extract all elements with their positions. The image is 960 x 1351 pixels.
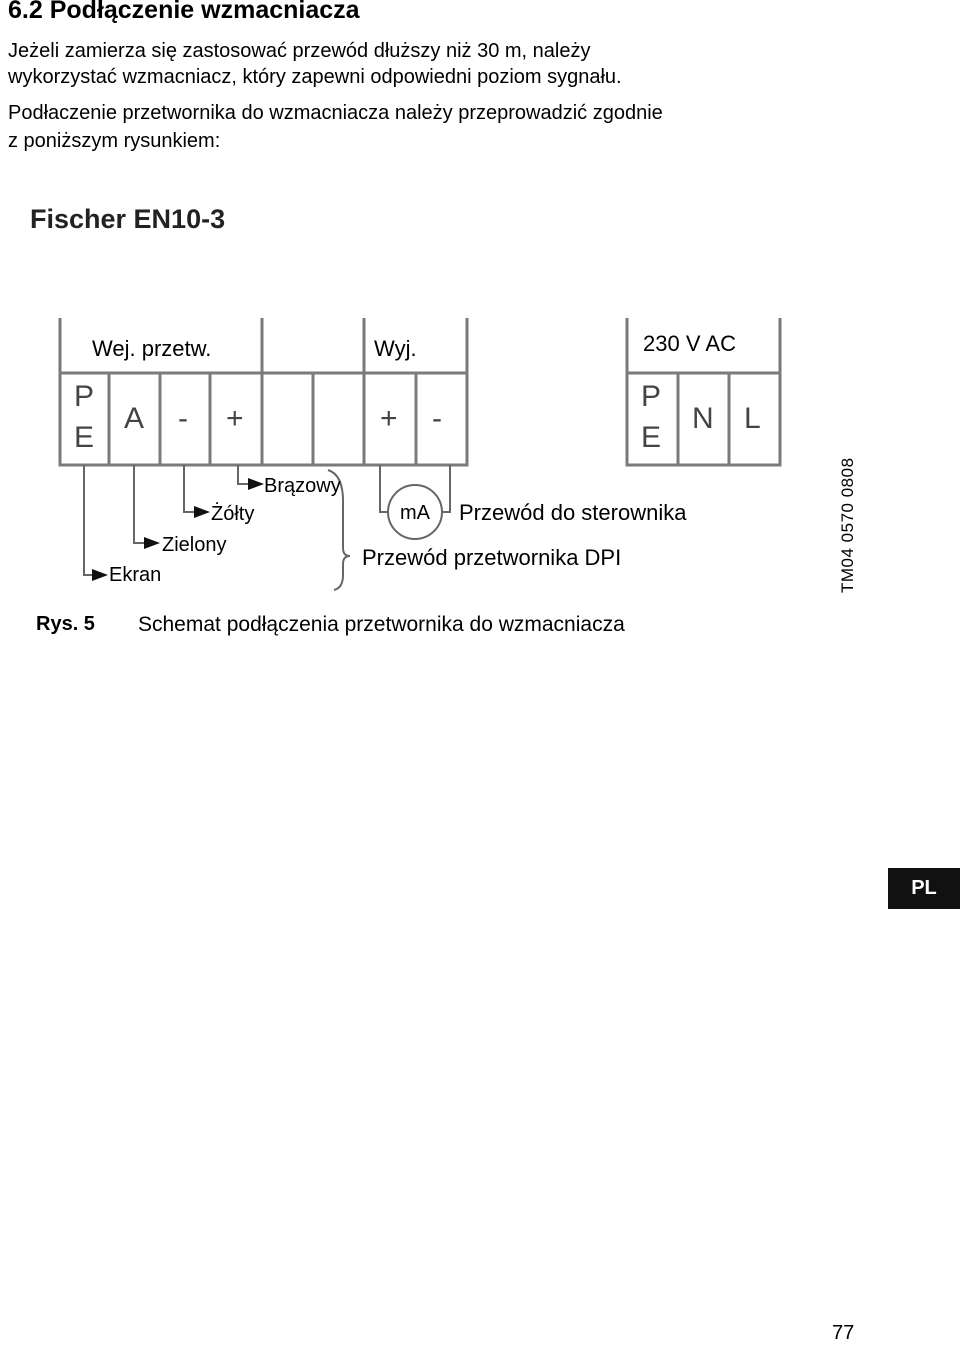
controller-cable-label: Przewód do sterownika	[459, 500, 687, 525]
terminal-pe-bottom: E	[74, 421, 94, 454]
terminal-pe-top: P	[74, 380, 94, 413]
terminal-plus-2: +	[380, 402, 398, 435]
wire-meter-plus	[379, 465, 388, 513]
label-green: Zielony	[162, 534, 226, 556]
label-brown: Brązowy	[264, 475, 341, 497]
cable-brace	[327, 469, 351, 591]
terminal-block-left	[58, 318, 469, 467]
wiring-diagram: Fischer EN10-3 Wej. przetw. Wyj. 230 V A…	[30, 204, 782, 591]
terminal-n: N	[692, 402, 714, 435]
arrow-brown	[248, 478, 264, 490]
figure-caption: Schemat podłączenia przetwornika do wzma…	[138, 613, 625, 636]
terminal-minus-2: -	[432, 402, 442, 435]
label-yellow: Żółty	[211, 502, 254, 525]
section-heading: 6.2 Podłączenie wzmacniacza	[8, 0, 360, 24]
wire-brown	[237, 465, 250, 485]
terminal-a: A	[124, 402, 144, 435]
language-tab: PL	[888, 868, 960, 909]
terminal-block-right	[625, 318, 782, 467]
paragraph-line: Podłaczenie przetwornika do wzmacniacza …	[8, 102, 663, 124]
wire-screen	[83, 465, 94, 576]
arrow-yellow	[194, 506, 210, 518]
wire-yellow	[183, 465, 196, 513]
paragraph-line: wykorzystać wzmacniacz, który zapewni od…	[8, 66, 622, 88]
paragraph-line: Jeżeli zamierza się zastosować przewód d…	[8, 40, 591, 62]
wire-green	[133, 465, 146, 544]
sensor-cable-label: Przewód przetwornika DPI	[362, 545, 621, 570]
terminal-l: L	[744, 402, 761, 435]
terminal-pe2-top: P	[641, 380, 661, 413]
terminal-pe2-bottom: E	[641, 421, 661, 454]
label-screen: Ekran	[109, 564, 161, 586]
milliammeter-circle	[387, 484, 443, 540]
milliammeter-label: mA	[400, 502, 431, 524]
wire-meter-minus	[442, 465, 451, 513]
figure-code: TM04 0570 0808	[838, 457, 857, 593]
page-number: 77	[832, 1322, 855, 1344]
power-group-label: 230 V AC	[643, 331, 736, 356]
terminal-minus-1: -	[178, 402, 188, 435]
terminal-plus-1: +	[226, 402, 244, 435]
arrow-green	[144, 537, 160, 549]
paragraph-line: z poniższym rysunkiem:	[8, 130, 221, 152]
terminal-dividers	[107, 318, 418, 465]
arrow-screen	[92, 569, 108, 581]
device-name: Fischer EN10-3	[30, 204, 225, 234]
figure-number: Rys. 5	[36, 613, 95, 635]
input-group-label: Wej. przetw.	[92, 336, 211, 361]
output-group-label: Wyj.	[374, 336, 417, 361]
